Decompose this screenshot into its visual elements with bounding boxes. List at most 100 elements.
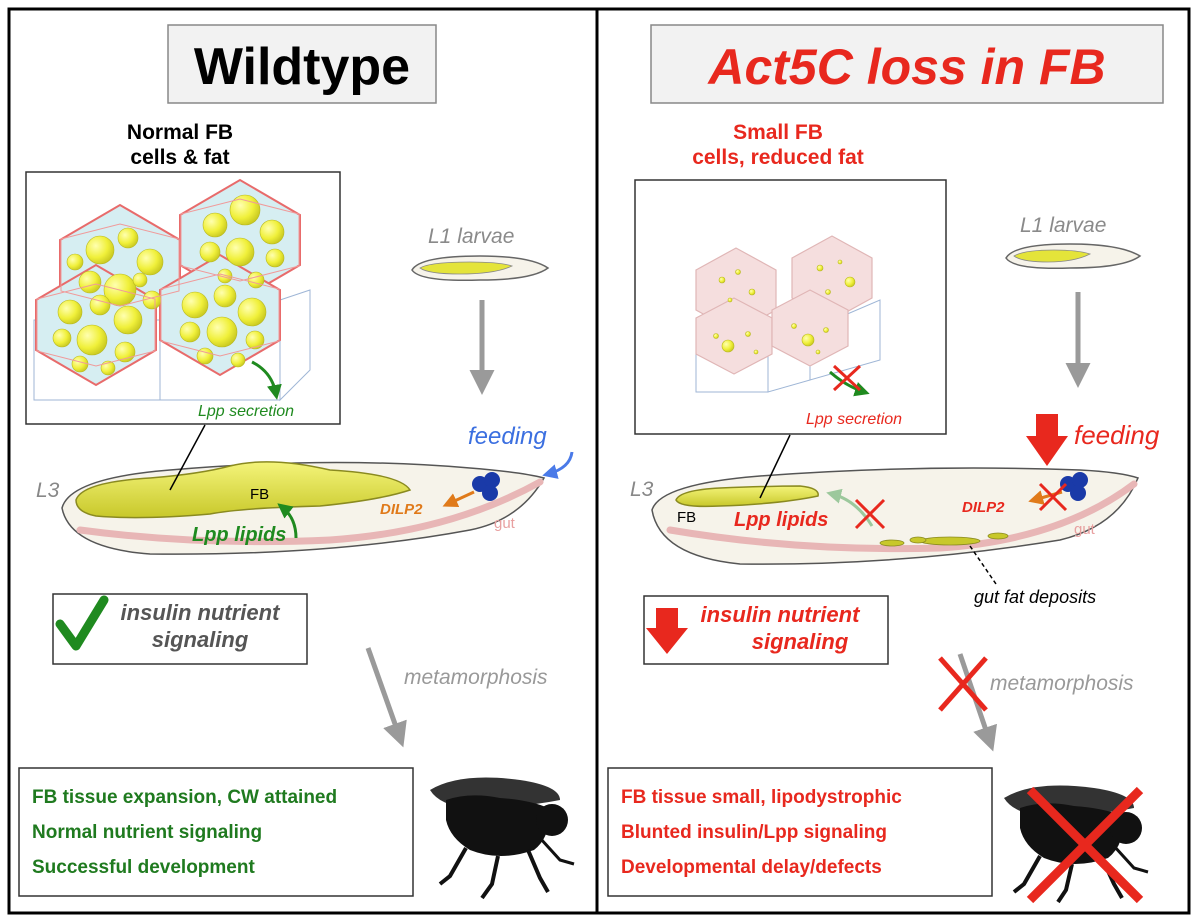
right-l3-label: L3	[630, 478, 654, 501]
fat-droplet	[66, 253, 84, 271]
fat-droplet	[815, 349, 821, 355]
right-gut	[666, 480, 1138, 553]
fat-droplet	[748, 288, 756, 296]
check-icon	[55, 595, 109, 651]
cell-membrane-outline	[160, 273, 280, 357]
right-outcome-2: Blunted insulin/Lpp signaling	[621, 822, 887, 843]
left-metamorphosis-label: metamorphosis	[404, 666, 548, 689]
fat-droplet	[52, 328, 72, 348]
right-outcome-box	[607, 767, 993, 897]
fat-droplet	[132, 272, 148, 288]
right-outcome-3: Developmental delay/defects	[621, 857, 882, 878]
left-inset-pointer	[169, 424, 206, 491]
right-feeding-down-arrow-icon	[1026, 414, 1068, 466]
fat-droplet	[57, 299, 83, 325]
left-inset-heading-2: cells & fat	[130, 146, 229, 169]
right-gut-fat-pointer	[969, 545, 997, 585]
fat-droplet	[89, 294, 111, 316]
left-secretion-label: Lpp secretion	[198, 403, 294, 420]
cell-membrane-outline	[180, 198, 300, 282]
fat-droplet	[213, 284, 237, 308]
right-dilp2-label: DILP2	[962, 499, 1005, 516]
fat-droplet	[113, 305, 143, 335]
left-inset-heading-1: Normal FB	[127, 121, 233, 144]
fat-droplet	[844, 276, 856, 288]
left-title: Wildtype	[194, 38, 410, 96]
right-fly-block-icon	[1026, 786, 1144, 904]
fat-droplet	[181, 291, 209, 319]
left-l1-label: L1 larvae	[428, 225, 514, 248]
left-insulin-line1: insulin nutrient	[121, 600, 282, 625]
right-metamorphosis-block-icon	[938, 656, 988, 712]
fat-droplet	[745, 331, 751, 337]
left-outcome-2: Normal nutrient signaling	[32, 822, 262, 843]
right-feeding-label: feeding	[1074, 420, 1160, 450]
left-fb-label: FB	[250, 486, 269, 503]
right-lipid-block-icon	[854, 498, 886, 530]
fat-droplet	[217, 268, 233, 284]
right-inset-pointer	[759, 434, 791, 499]
fat-droplet	[202, 212, 228, 238]
left-fat-cells	[35, 178, 301, 387]
right-lipid-arrow	[826, 488, 874, 527]
right-insulin-line2: signaling	[752, 629, 849, 654]
left-l3-label: L3	[36, 479, 60, 502]
left-panel: Wildtype Normal FB cells & fat Lpp secre…	[18, 24, 575, 900]
right-inset-heading-1: Small FB	[733, 121, 823, 144]
left-dilp2-label: DILP2	[380, 501, 423, 518]
left-metamorphosis-arrow	[365, 647, 407, 748]
right-metamorphosis-label: metamorphosis	[990, 672, 1134, 695]
fat-droplet	[225, 237, 255, 267]
fat-droplet	[85, 235, 115, 265]
fat-droplet	[78, 270, 102, 294]
right-fat-cells	[695, 235, 873, 375]
right-gut-label: gut	[1074, 521, 1096, 538]
right-gut-fat-label: gut fat deposits	[974, 587, 1096, 607]
left-fat-body	[75, 461, 412, 519]
left-l1-fat	[419, 261, 514, 275]
fat-droplet	[100, 360, 116, 376]
fat-droplet	[727, 297, 733, 303]
right-lpp-lipids-label: Lpp lipids	[734, 509, 828, 531]
fat-droplet	[142, 290, 162, 310]
right-secretion-label: Lpp secretion	[806, 411, 902, 428]
fat-droplet	[245, 330, 265, 350]
left-outcome-3: Successful development	[32, 857, 255, 878]
left-title-box	[167, 24, 437, 104]
left-gut-label: gut	[494, 515, 516, 532]
fat-droplet	[823, 327, 829, 333]
right-inset-heading-2: cells, reduced fat	[692, 146, 864, 169]
right-panel-frame	[595, 7, 1191, 915]
left-gut	[76, 478, 544, 546]
left-feeding-label: feeding	[468, 423, 547, 450]
fat-droplet	[259, 219, 285, 245]
fat-droplet	[791, 323, 797, 329]
left-dilp2-arrow	[442, 490, 475, 508]
right-outcome-1: FB tissue small, lipodystrophic	[621, 787, 902, 808]
right-insulin-down-arrow-icon	[646, 608, 688, 654]
right-title: Act5C loss in FB	[706, 39, 1105, 95]
fat-droplet	[206, 316, 238, 348]
fat-droplet	[825, 289, 831, 295]
fat-droplet	[199, 241, 221, 263]
fat-droplet	[71, 355, 89, 373]
fat-droplet	[265, 248, 285, 268]
right-secretion-arrow	[829, 370, 870, 397]
right-l1-label: L1 larvae	[1020, 214, 1106, 237]
cell-membrane-outline	[36, 283, 156, 367]
cell-membrane-outline	[60, 223, 180, 307]
fat-droplet	[179, 321, 201, 343]
right-insulin-line1: insulin nutrient	[701, 602, 862, 627]
fat-droplet	[816, 264, 824, 272]
fat-droplet	[721, 339, 735, 353]
right-fat-body	[675, 485, 819, 508]
fat-droplet	[196, 347, 214, 365]
left-adult-fly-icon	[430, 777, 575, 900]
right-title-box	[650, 24, 1164, 104]
left-outcome-box	[18, 767, 414, 897]
right-secretion-block-icon	[832, 364, 862, 392]
right-l1-fat	[1013, 249, 1092, 263]
right-panel: Act5C loss in FB Small FB cells, reduced…	[607, 24, 1164, 904]
